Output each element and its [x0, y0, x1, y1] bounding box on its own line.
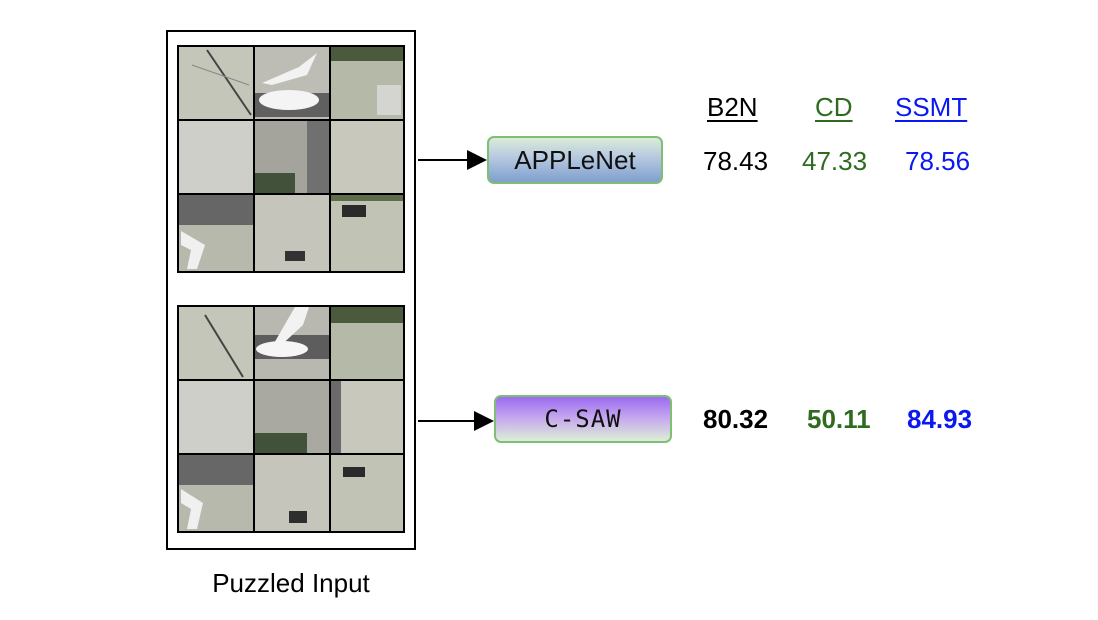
csaw-box: C-SAW	[494, 395, 672, 443]
puzzled-input-frame	[166, 30, 416, 550]
applenet-ssmt-score: 78.56	[905, 146, 971, 176]
header-b2n: B2N	[707, 92, 758, 122]
puzzle-grid-bottom	[177, 305, 405, 533]
header-cd: CD	[815, 92, 853, 122]
csaw-b2n-score: 80.32	[703, 404, 769, 434]
applenet-b2n-score: 78.43	[703, 146, 769, 176]
header-ssmt: SSMT	[895, 92, 968, 122]
applenet-box: APPLeNet	[487, 136, 663, 184]
puzzle-grid-top	[177, 45, 405, 273]
csaw-cd-score: 50.11	[807, 404, 871, 434]
applenet-cd-score: 47.33	[802, 146, 868, 176]
csaw-ssmt-score: 84.93	[907, 404, 973, 434]
puzzled-input-caption: Puzzled Input	[212, 568, 370, 598]
